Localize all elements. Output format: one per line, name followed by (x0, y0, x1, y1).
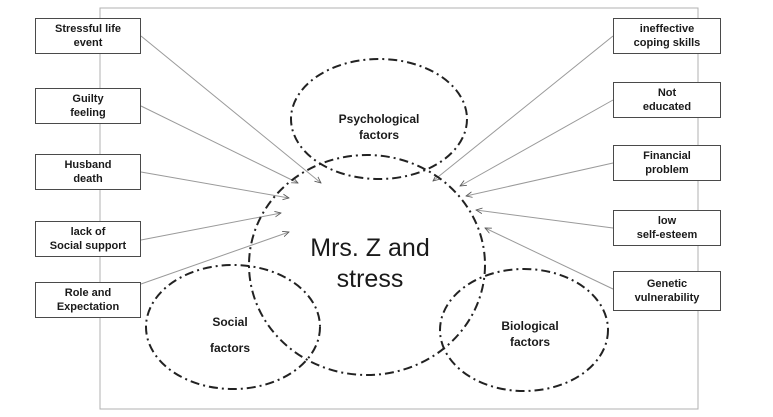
center-circle (248, 154, 486, 376)
biological-circle (439, 268, 609, 392)
center-title: Mrs. Z and stress (285, 233, 455, 295)
connector-husband-death (140, 171, 289, 198)
box-line: Husband (64, 159, 112, 171)
label-line: Biological (501, 319, 559, 333)
box-line: feeling (70, 107, 106, 119)
box-line: event (73, 37, 103, 49)
connector-genetic-vulnerability (485, 227, 614, 290)
box-line: Not (657, 87, 677, 99)
connector-financial-problem (466, 162, 614, 196)
box-line: self-esteem (636, 229, 698, 241)
connector-guilty-feeling (140, 105, 298, 183)
box-guilty-feeling: Guilty feeling (35, 88, 141, 124)
box-line: Genetic (646, 278, 688, 290)
label-line: Psychological (338, 112, 420, 126)
box-line: educated (642, 101, 692, 113)
connector-lack-of-social-support (140, 213, 281, 241)
box-husband-death: Husband death (35, 154, 141, 190)
box-lack-of-social-support: lack of Social support (35, 221, 141, 257)
label-line: Social (212, 315, 248, 329)
box-line: coping skills (633, 37, 701, 49)
psychological-circle (290, 58, 468, 180)
box-line: death (73, 173, 103, 185)
connector-stressful-life-event (140, 35, 321, 183)
box-not-educated: Not educated (613, 82, 721, 118)
box-ineffective-coping-skills: ineffective coping skills (613, 18, 721, 54)
social-factors-label: Social factors (185, 314, 275, 356)
box-line: lack of (70, 226, 106, 238)
connector-not-educated (460, 99, 614, 186)
center-title-line: stress (336, 265, 404, 293)
biological-factors-label: Biological factors (480, 318, 580, 350)
label-line: factors (358, 128, 399, 142)
box-genetic-vulnerability: Genetic vulnerability (613, 271, 721, 311)
box-line: Expectation (56, 301, 120, 313)
box-line: Stressful life (54, 23, 122, 35)
psychological-factors-label: Psychological factors (314, 111, 444, 143)
label-line: factors (509, 335, 550, 349)
box-line: Financial (643, 150, 691, 162)
box-line: Role and (64, 287, 112, 299)
box-line: vulnerability (634, 292, 700, 304)
connector-ineffective-coping-skills (433, 35, 614, 181)
box-line: Guilty (72, 93, 104, 105)
box-line: ineffective (639, 23, 695, 35)
center-title-line: Mrs. Z and (310, 234, 430, 262)
box-line: Social support (49, 240, 127, 252)
outer-frame (99, 7, 699, 410)
connector-low-self-esteem (476, 210, 614, 229)
box-low-self-esteem: low self-esteem (613, 210, 721, 246)
box-financial-problem: Financial problem (613, 145, 721, 181)
label-line: factors (209, 341, 250, 355)
connector-role-and-expectation (140, 232, 289, 285)
box-line: low (657, 215, 677, 227)
box-line: problem (645, 164, 689, 176)
box-stressful-life-event: Stressful life event (35, 18, 141, 54)
social-circle (145, 264, 321, 390)
